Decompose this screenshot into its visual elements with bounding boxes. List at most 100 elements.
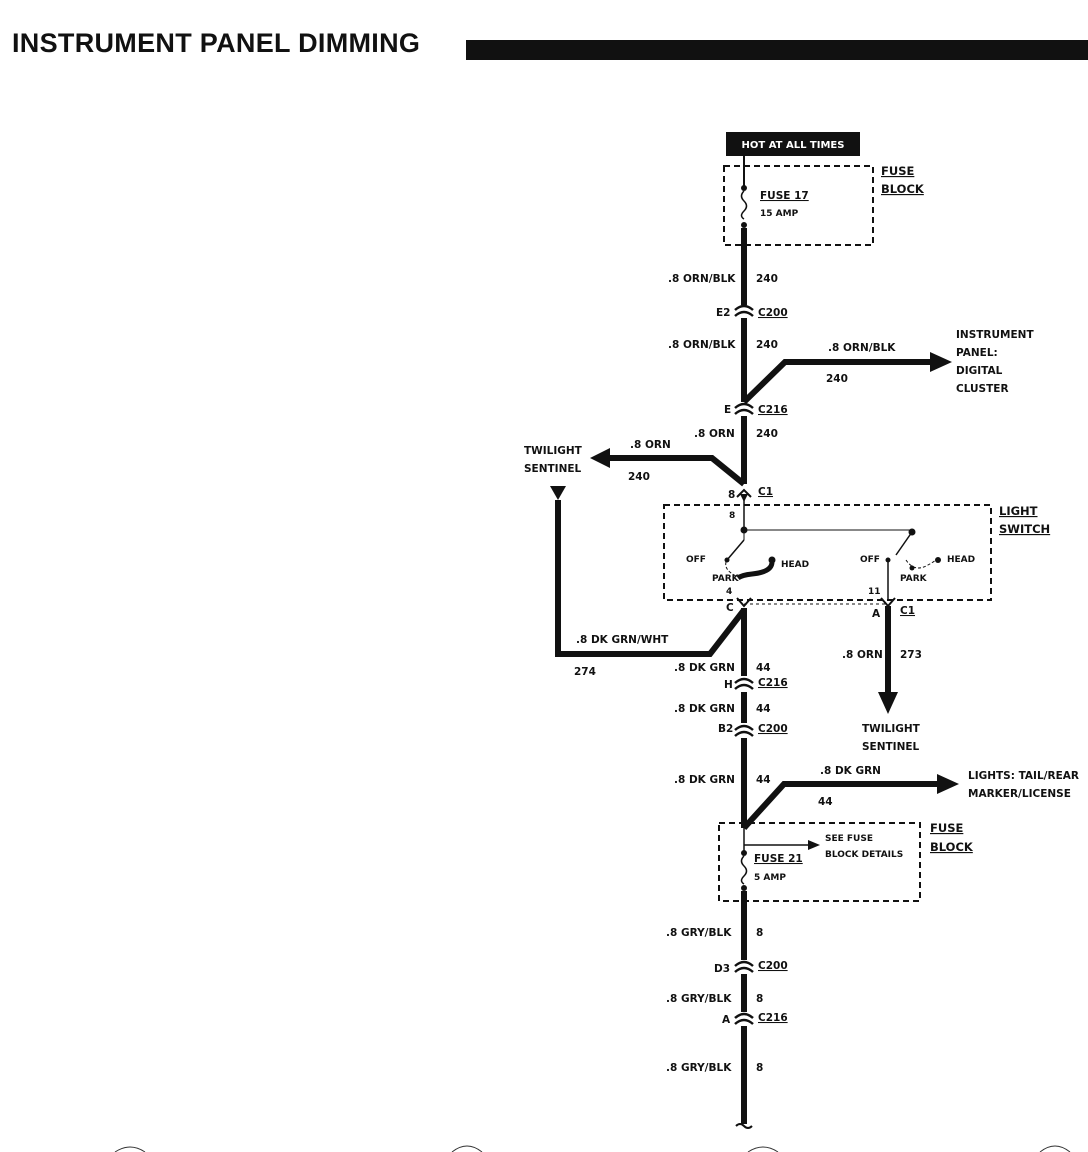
branch-twilight-sentinel-top: .8 ORN 240 TWILIGHT SENTINEL [524, 439, 746, 487]
diagram-label: BLOCK [881, 182, 925, 196]
diagram-label: 8 [756, 927, 763, 939]
diagram-label: 274 [574, 666, 596, 678]
diagram-label: PARK [900, 574, 928, 584]
diagram-label: .8 DK GRN [674, 774, 735, 786]
diagram-label: SWITCH [999, 522, 1050, 536]
connector-c216-h: H C216 [724, 677, 788, 691]
diagram-label: 240 [756, 339, 778, 351]
diagram-label: FUSE [881, 164, 914, 178]
diagram-label: .8 ORN/BLK [668, 273, 736, 285]
fuse-block-bottom: FUSE BLOCK [718, 821, 974, 902]
diagram-label: A [872, 608, 881, 620]
light-switch: LIGHT SWITCH OFF HEAD PARK 4 OFF HEAD PA… [663, 504, 1050, 601]
connector-c1-bottom: C A C1 [726, 597, 915, 620]
diagram-label: 4 [726, 587, 732, 597]
diagram-label: 8 [756, 1062, 763, 1074]
diagram-label: C [726, 602, 734, 614]
fuse-17: FUSE 17 15 AMP [740, 170, 809, 228]
hot-at-all-times-badge: HOT AT ALL TIMES [726, 132, 860, 156]
diagram-label: SENTINEL [524, 463, 582, 475]
diagram-label: .8 GRY/BLK [666, 993, 732, 1005]
connector-c200-e2: E2 C200 [716, 304, 788, 319]
diagram-label: .8 GRY/BLK [666, 927, 732, 939]
diagram-label: .8 DK GRN [674, 662, 735, 674]
diagram-label: FUSE [930, 821, 963, 835]
diagram-label: D3 [714, 963, 730, 975]
diagram-label: C200 [758, 723, 788, 735]
diagram-label: TWILIGHT [862, 723, 921, 735]
title-rule [466, 40, 1088, 60]
diagram-label: .8 ORN [842, 649, 883, 661]
diagram-label: 44 [756, 703, 771, 715]
connector-c216-a: A C216 [722, 1012, 788, 1026]
diagram-label: C1 [900, 605, 915, 617]
diagram-label: C216 [758, 1012, 788, 1024]
continuation-mark [735, 1123, 753, 1129]
diagram-label: C200 [758, 960, 788, 972]
diagram-label: 11 [868, 587, 881, 597]
diagram-label: .8 ORN [694, 428, 735, 440]
diagram-label: INSTRUMENT [956, 329, 1034, 341]
diagram-label: A [722, 1014, 731, 1026]
diagram-label: 44 [818, 796, 833, 808]
diagram-label: HEAD [947, 555, 975, 565]
diagram-label: BLOCK DETAILS [825, 850, 903, 860]
diagram-label: TWILIGHT [524, 445, 583, 457]
connector-c200-b2: B2 C200 [718, 723, 788, 737]
page-edge-marks [114, 1145, 1071, 1152]
diagram-label: .8 DK GRN [820, 765, 881, 777]
diagram-label: 8 [729, 511, 735, 521]
diagram-label: C1 [758, 486, 773, 498]
diagram-label: LIGHT [999, 504, 1038, 518]
diagram-label: C200 [758, 307, 788, 319]
diagram-label: .8 ORN [630, 439, 671, 451]
diagram-label: 240 [628, 471, 650, 483]
diagram-label: OFF [686, 555, 706, 565]
diagram-label: 44 [756, 662, 771, 674]
diagram-label: 8 [728, 489, 735, 501]
diagram-label: SENTINEL [862, 741, 920, 753]
page-title: INSTRUMENT PANEL DIMMING [12, 28, 421, 58]
diagram-label: 240 [826, 373, 848, 385]
branch-lights-tail-rear: .8 DK GRN 44 LIGHTS: TAIL/REAR MARKER/LI… [741, 765, 1079, 831]
diagram-label: 240 [756, 273, 778, 285]
diagram-label: FUSE 17 [760, 190, 809, 202]
diagram-label: 5 AMP [754, 873, 786, 883]
diagram-label: 44 [756, 774, 771, 786]
diagram-label: OFF [860, 555, 880, 565]
diagram-label: .8 GRY/BLK [666, 1062, 732, 1074]
diagram-label: SEE FUSE [825, 834, 873, 844]
diagram-label: PARK [712, 574, 740, 584]
diagram-label: HOT AT ALL TIMES [742, 140, 845, 151]
diagram-label: LIGHTS: TAIL/REAR [968, 770, 1079, 782]
diagram-label: PANEL: [956, 347, 998, 359]
diagram-label: 273 [900, 649, 922, 661]
diagram-label: .8 DK GRN/WHT [576, 634, 669, 646]
diagram-label: HEAD [781, 560, 809, 570]
connector-c1-top: 8 C1 8 [728, 486, 773, 528]
connector-c216-e: E C216 [724, 402, 788, 416]
fuse-21: SEE FUSE BLOCK DETAILS FUSE 21 5 AMP [740, 828, 903, 891]
diagram-label: E [724, 404, 731, 416]
diagram-label: FUSE 21 [754, 853, 803, 865]
diagram-label: E2 [716, 307, 730, 319]
diagram-label: CLUSTER [956, 383, 1009, 395]
diagram-label: 8 [756, 993, 763, 1005]
diagram-label: .8 ORN/BLK [668, 339, 736, 351]
diagram-label: MARKER/LICENSE [968, 788, 1071, 800]
diagram-label: C216 [758, 404, 788, 416]
diagram-label: .8 ORN/BLK [828, 342, 896, 354]
diagram-label: 240 [756, 428, 778, 440]
diagram-label: BLOCK [930, 840, 974, 854]
connector-c200-d3: D3 C200 [714, 960, 788, 975]
diagram-label: DIGITAL [956, 365, 1003, 377]
diagram-label: .8 DK GRN [674, 703, 735, 715]
diagram-label: B2 [718, 723, 733, 735]
wire-273-twilight-sentinel: .8 ORN 273 TWILIGHT SENTINEL [842, 606, 922, 753]
fuse-block-top: FUSE BLOCK [723, 164, 925, 246]
diagram-label: 15 AMP [760, 209, 799, 219]
branch-instrument-panel: .8 ORN/BLK 240 INSTRUMENT PANEL: DIGITAL… [741, 329, 1034, 405]
diagram-label: H [724, 679, 733, 691]
diagram-label: C216 [758, 677, 788, 689]
